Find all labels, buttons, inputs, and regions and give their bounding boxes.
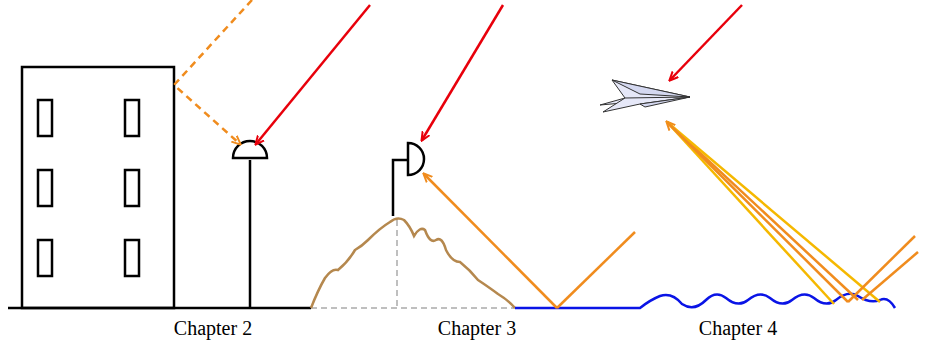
paper-plane xyxy=(600,80,690,112)
reflected-ray xyxy=(424,174,557,308)
scattered-rays xyxy=(667,122,918,304)
reflected-ray xyxy=(557,232,635,308)
baseline xyxy=(311,307,515,309)
building xyxy=(22,67,174,308)
chapter-label: Chapter 4 xyxy=(696,317,780,339)
reflected-ray xyxy=(174,0,252,144)
direct-ray xyxy=(256,5,370,144)
receiver-post xyxy=(393,143,424,216)
water-surface xyxy=(515,294,895,308)
direct-ray xyxy=(422,5,503,140)
direct-ray xyxy=(670,5,742,80)
receiver-post xyxy=(233,141,267,308)
chapter-label: Chapter 2 xyxy=(171,317,255,339)
height-line xyxy=(396,220,398,308)
mountain xyxy=(311,218,515,308)
chapter-label: Chapter 3 xyxy=(435,317,519,339)
